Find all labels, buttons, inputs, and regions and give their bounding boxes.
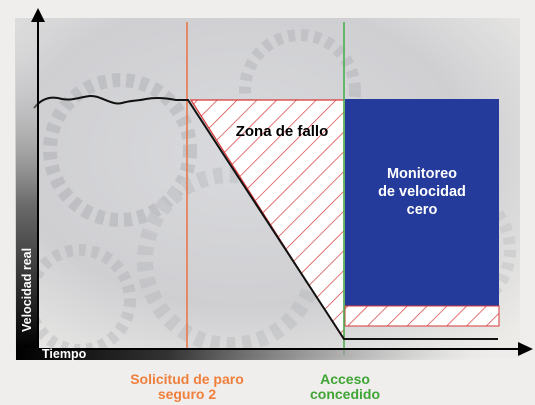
y-axis-label: Velocidad real <box>20 248 34 332</box>
zero-speed-monitoring-box <box>345 99 499 306</box>
stop-request-label: Solicitud de paro seguro 2 <box>130 371 244 402</box>
y-axis-bar <box>16 28 38 350</box>
x-axis-bar <box>16 348 526 360</box>
speed-curve <box>33 94 498 340</box>
y-axis-arrow <box>31 8 45 22</box>
zero-speed-hatch-strip <box>344 305 500 327</box>
failure-zone-label: Zona de fallo <box>236 123 329 140</box>
access-granted-label: Acceso concedido <box>309 371 380 402</box>
x-axis-label: Tiempo <box>42 347 87 361</box>
zero-speed-monitoring-label: Monitoreo de velocidad cero <box>378 166 466 218</box>
x-axis-arrow <box>518 342 533 356</box>
